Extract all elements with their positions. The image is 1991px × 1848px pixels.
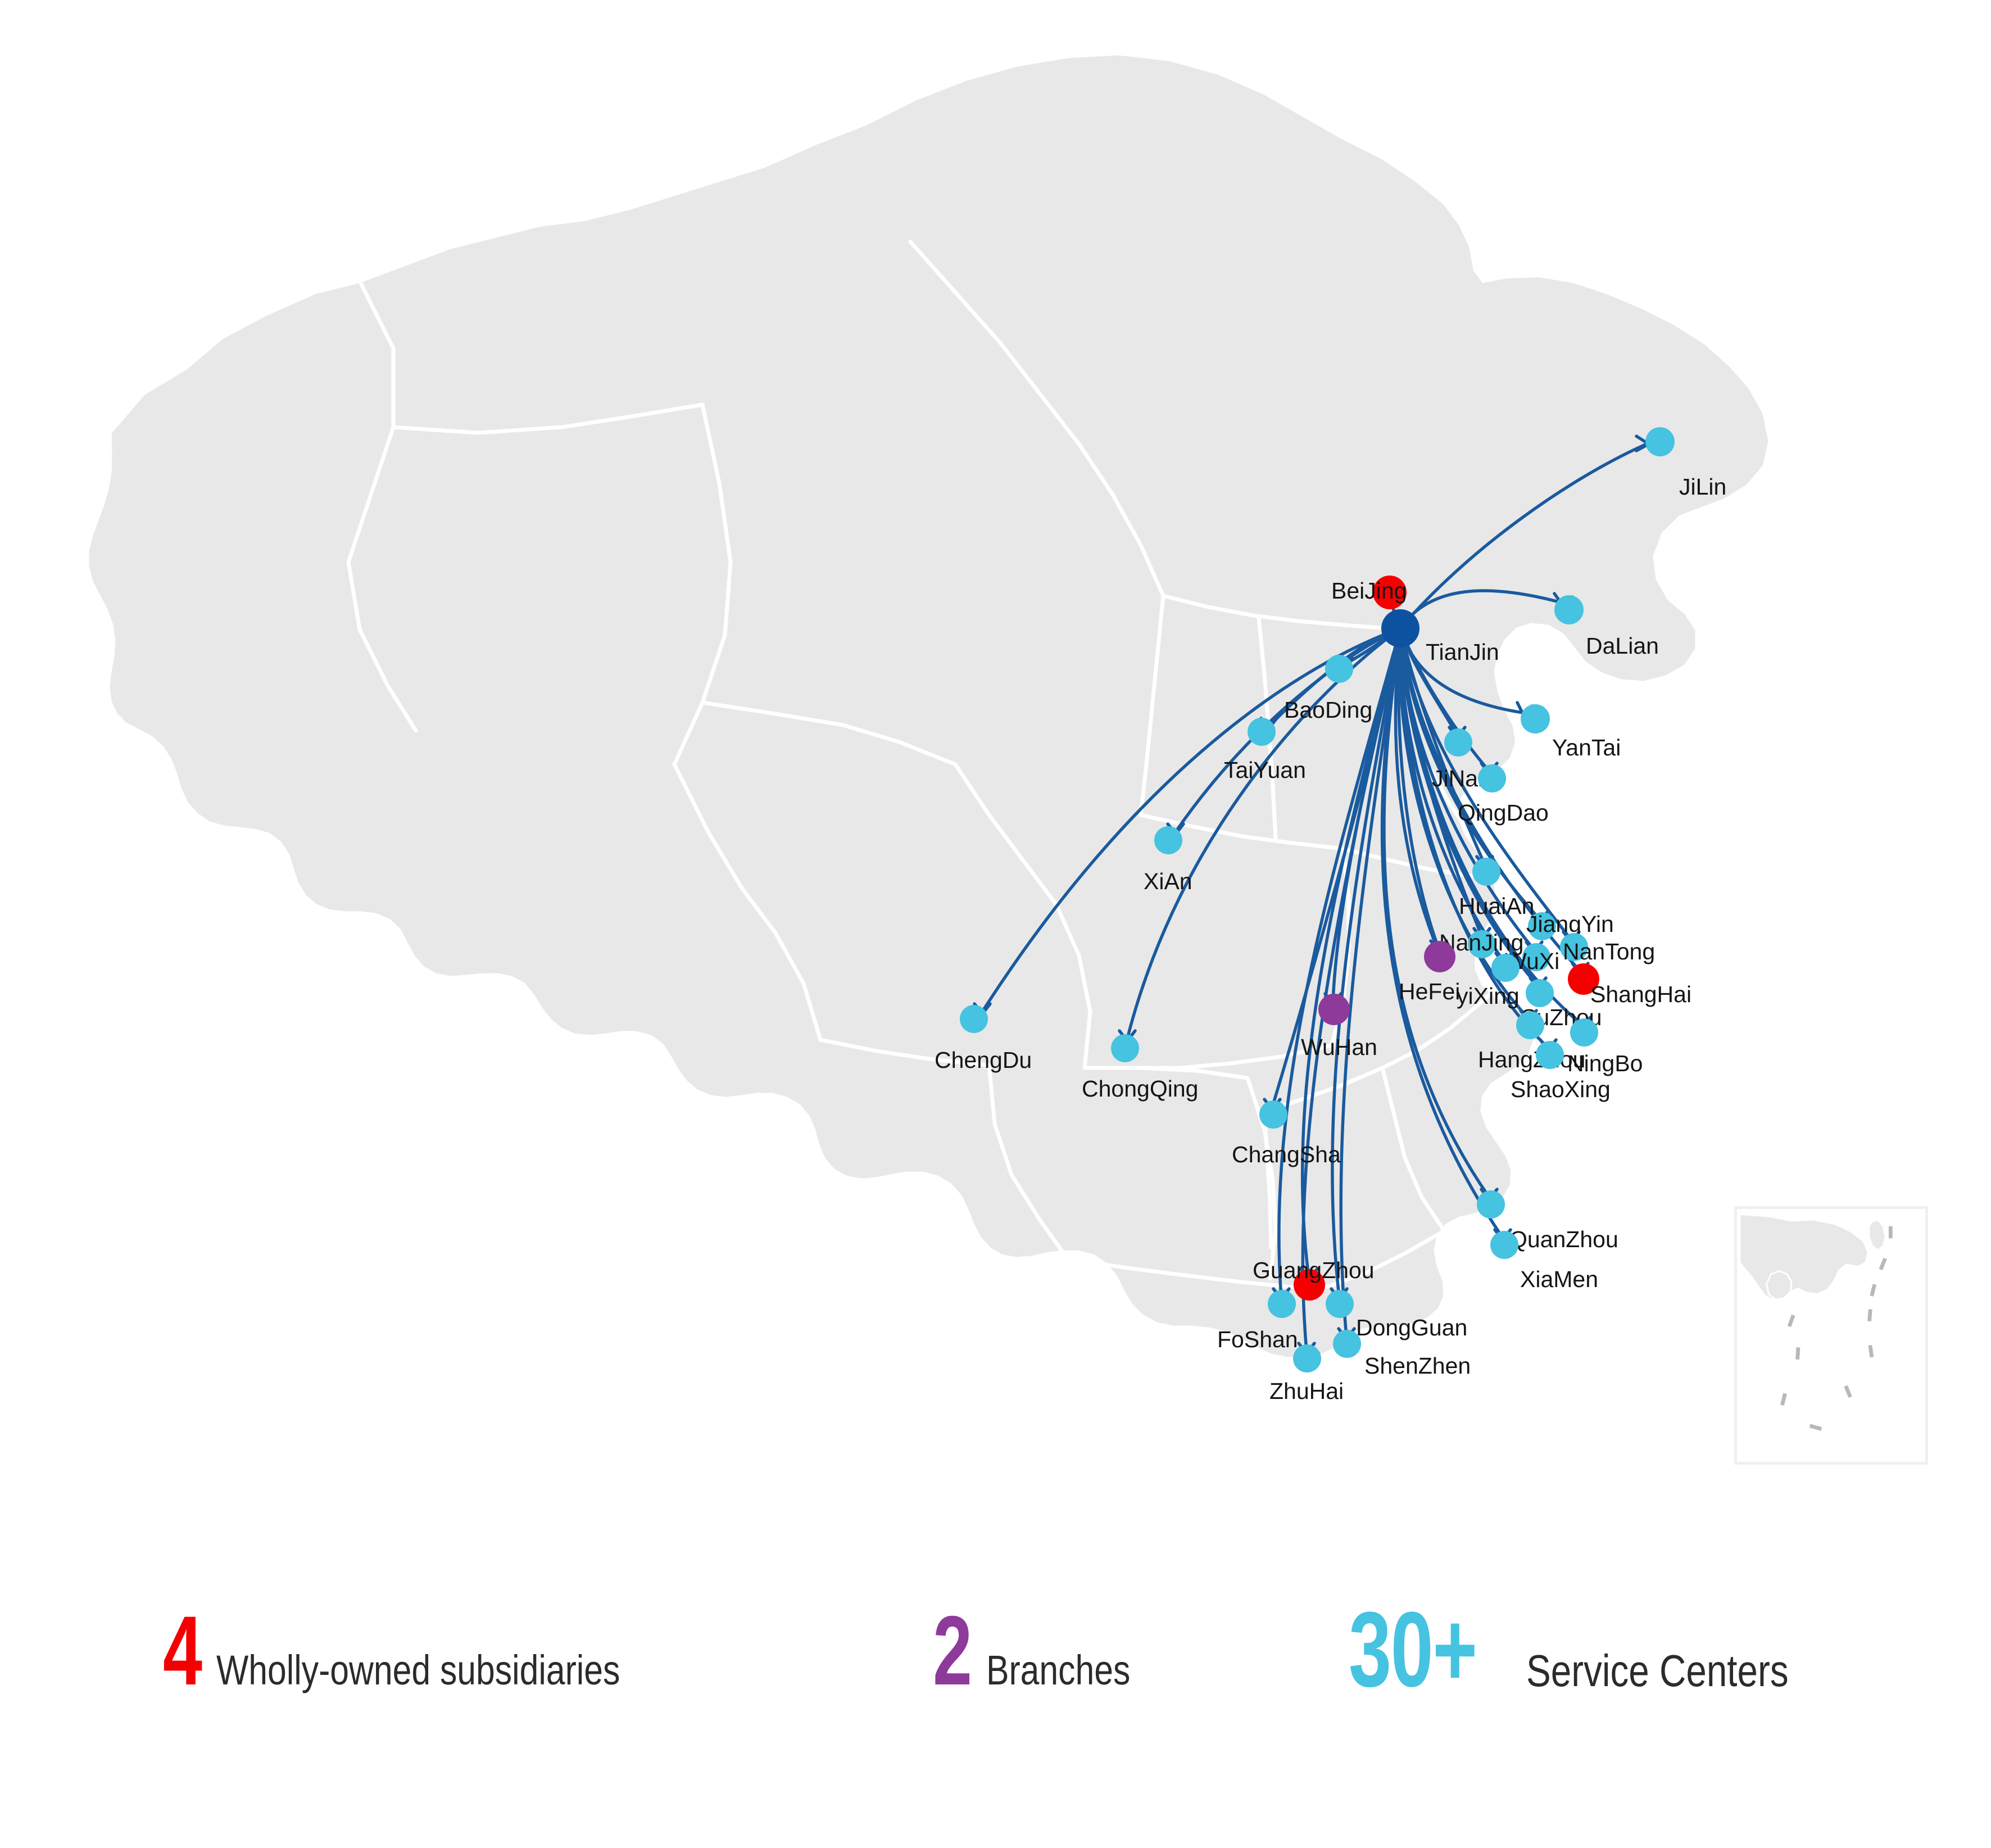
map-node-xiamen[interactable] (1490, 1231, 1518, 1259)
legend-number-subsidiaries: 4 (163, 1596, 202, 1706)
map-node-chengdu[interactable] (960, 1005, 988, 1033)
map-node-nanjing[interactable] (1468, 930, 1496, 958)
map-label-shenzhen: ShenZhen (1364, 1353, 1471, 1379)
map-node-qingdao[interactable] (1478, 764, 1506, 792)
map-label-xian: XiAn (1144, 868, 1192, 894)
map-label-yantai: YanTai (1552, 735, 1621, 760)
map-label-tianjin: TianJin (1426, 639, 1499, 665)
map-node-shanghai[interactable] (1568, 963, 1599, 995)
legend-item-branches: 2 Branches (933, 1602, 1162, 1700)
map-label-guangzhou: GuangZhou (1253, 1257, 1375, 1283)
legend-label-subsidiaries: Wholly-owned subsidiaries (216, 1647, 620, 1693)
legend-label-service-centers: Service Centers (1526, 1646, 1789, 1696)
legend: 4 Wholly-owned subsidiaries 2 Branches 3… (0, 1540, 1991, 1776)
legend-label-branches: Branches (986, 1647, 1131, 1693)
map-node-huaian[interactable] (1472, 858, 1500, 886)
map-label-beijing: BeiJing (1331, 578, 1407, 604)
map-svg (87, 53, 1770, 1359)
map-node-beijing[interactable] (1373, 576, 1407, 609)
map-node-jinan[interactable] (1444, 728, 1472, 757)
map-label-huaian: HuaiAn (1459, 893, 1535, 919)
map-label-nantong: NanTong (1563, 939, 1656, 964)
map-node-yantai[interactable] (1521, 704, 1550, 733)
map-node-suzhou[interactable] (1526, 979, 1554, 1007)
map-label-xiamen: XiaMen (1520, 1266, 1599, 1292)
map-label-quanzhou: QuanZhou (1509, 1226, 1618, 1252)
legend-item-subsidiaries: 4 Wholly-owned subsidiaries (163, 1602, 709, 1700)
map-label-taiyuan: TaiYuan (1224, 757, 1306, 783)
map-label-wuhan: WuHan (1301, 1034, 1377, 1060)
south-china-sea-inset (1734, 1206, 1928, 1465)
legend-number-branches: 2 (933, 1596, 972, 1706)
map-label-chongqing: ChongQing (1082, 1076, 1199, 1102)
map-label-ningbo: NingBo (1567, 1050, 1643, 1076)
map-node-yixing[interactable] (1491, 954, 1520, 982)
map-label-jiangyin: JiangYin (1526, 911, 1614, 937)
legend-number-service-centers: 30+ (1349, 1590, 1477, 1709)
map-label-dongguan: DongGuan (1356, 1315, 1468, 1340)
map-label-yixing: yiXing (1457, 983, 1520, 1009)
nine-dash-line (1780, 1226, 1893, 1431)
map-label-jilin: JiLin (1679, 474, 1727, 500)
map-node-dongguan[interactable] (1326, 1290, 1354, 1318)
inset-land (1739, 1213, 1886, 1302)
map-node-baoding[interactable] (1325, 655, 1353, 683)
map-node-zhuhai[interactable] (1293, 1344, 1321, 1373)
map-node-wuhan[interactable] (1318, 994, 1350, 1025)
map-label-foshan: FoShan (1217, 1326, 1298, 1352)
map-label-qingdao: QingDao (1458, 800, 1549, 826)
map-label-dalian: DaLian (1586, 633, 1659, 659)
map-node-chongqing[interactable] (1111, 1034, 1139, 1062)
map-node-shenzhen[interactable] (1333, 1330, 1361, 1358)
map-node-taiyuan[interactable] (1248, 718, 1276, 746)
map-node-ningbo[interactable] (1570, 1018, 1598, 1047)
map-node-nantong[interactable] (1560, 933, 1588, 961)
map-node-guangzhou[interactable] (1294, 1269, 1325, 1301)
legend-item-service-centers: 30+ Service Centers (1349, 1596, 1846, 1703)
map-node-tianjin[interactable] (1381, 609, 1419, 647)
map-node-xian[interactable] (1154, 826, 1182, 854)
map-node-changsha[interactable] (1259, 1100, 1287, 1129)
map-node-quanzhou[interactable] (1477, 1190, 1505, 1219)
map-node-hefei[interactable] (1424, 941, 1455, 972)
map-label-shanghai: ShangHai (1590, 981, 1692, 1007)
inset-svg (1739, 1213, 1893, 1431)
map-node-jiangyin[interactable] (1528, 912, 1556, 940)
map-node-foshan[interactable] (1268, 1290, 1296, 1318)
map-label-zhuhai: ZhuHai (1269, 1378, 1344, 1404)
map-label-changsha: ChangSha (1232, 1142, 1341, 1167)
map-label-hefei: HeFei (1399, 979, 1461, 1004)
map-label-baoding: BaoDing (1284, 697, 1373, 723)
map-node-shaoxing[interactable] (1536, 1041, 1564, 1069)
map-node-hangzhou[interactable] (1516, 1011, 1544, 1039)
map-label-hangzhou: HangZhou (1478, 1047, 1586, 1072)
map-node-dalian[interactable] (1554, 595, 1584, 624)
route-lines (981, 442, 1648, 1353)
map-node-jilin[interactable] (1645, 427, 1675, 456)
map-node-wuxi[interactable] (1522, 943, 1550, 971)
map-label-shaoxing: ShaoXing (1511, 1076, 1611, 1102)
map-label-chengdu: ChengDu (935, 1047, 1032, 1073)
